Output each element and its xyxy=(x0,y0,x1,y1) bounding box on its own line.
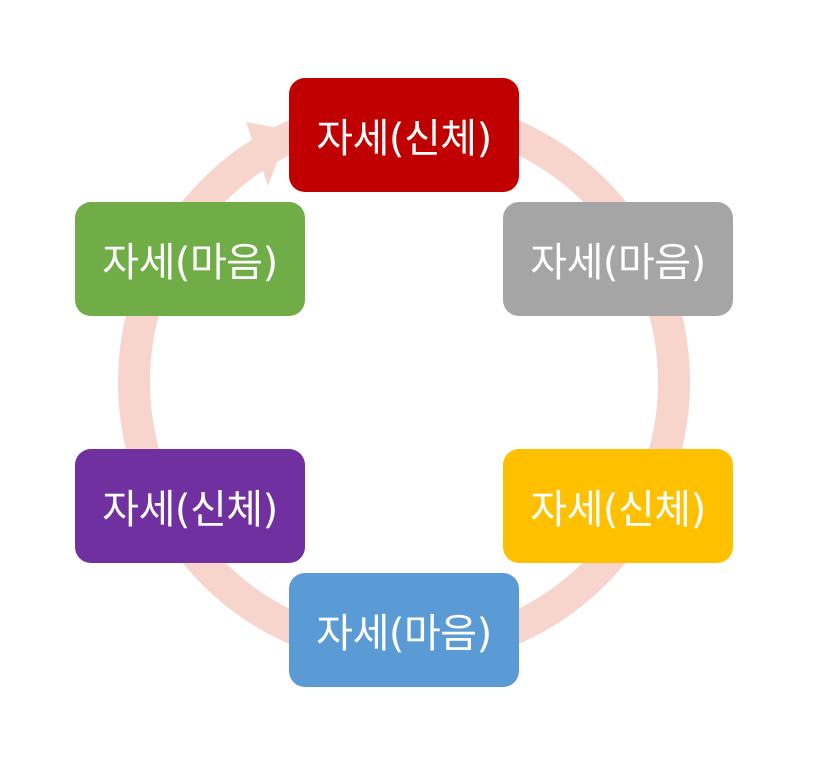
node-top: 자세(신체) xyxy=(289,78,519,192)
node-top-right-label: 자세(마음) xyxy=(530,240,706,286)
node-top-right: 자세(마음) xyxy=(503,202,733,316)
node-bottom-right-label: 자세(신체) xyxy=(530,487,706,533)
node-top-left: 자세(마음) xyxy=(75,202,305,316)
node-bottom-label: 자세(마음) xyxy=(316,611,492,657)
node-bottom-right: 자세(신체) xyxy=(503,449,733,563)
node-bottom-left: 자세(신체) xyxy=(75,449,305,563)
node-bottom: 자세(마음) xyxy=(289,573,519,687)
cycle-ring-path xyxy=(118,96,690,668)
cycle-arrowhead xyxy=(246,122,289,186)
node-top-label: 자세(신체) xyxy=(316,116,492,162)
node-bottom-left-label: 자세(신체) xyxy=(102,487,278,533)
node-top-left-label: 자세(마음) xyxy=(102,240,278,286)
